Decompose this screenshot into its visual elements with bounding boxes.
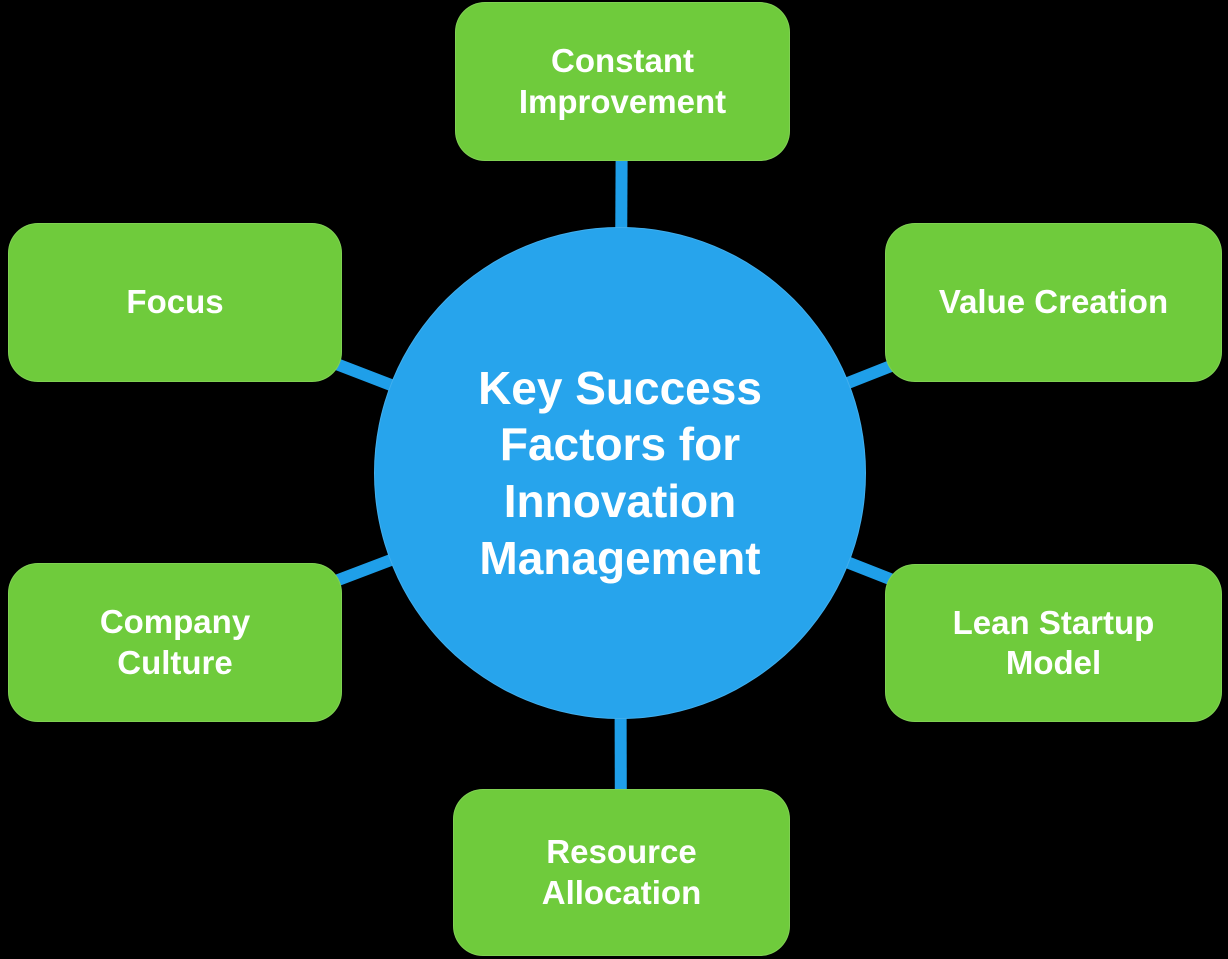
node-value-creation: Value Creation [885,223,1222,382]
node-company-culture: Company Culture [8,563,342,722]
node-label: Constant Improvement [518,42,727,120]
node-label: Company Culture [99,603,251,681]
node-focus: Focus [8,223,342,382]
node-label: Lean Startup Model [952,603,1155,681]
node-lean-startup-model: Lean Startup Model [885,564,1222,722]
node-resource-allocation: Resource Allocation [453,789,790,956]
node-label: Resource Allocation [541,833,702,911]
hub-label: Key Success Factors for Innovation Manag… [478,361,762,584]
hub-circle: Key Success Factors for Innovation Manag… [374,227,866,719]
node-label: Value Creation [938,283,1169,321]
node-constant-improvement: Constant Improvement [455,2,790,161]
node-label: Focus [126,283,224,321]
